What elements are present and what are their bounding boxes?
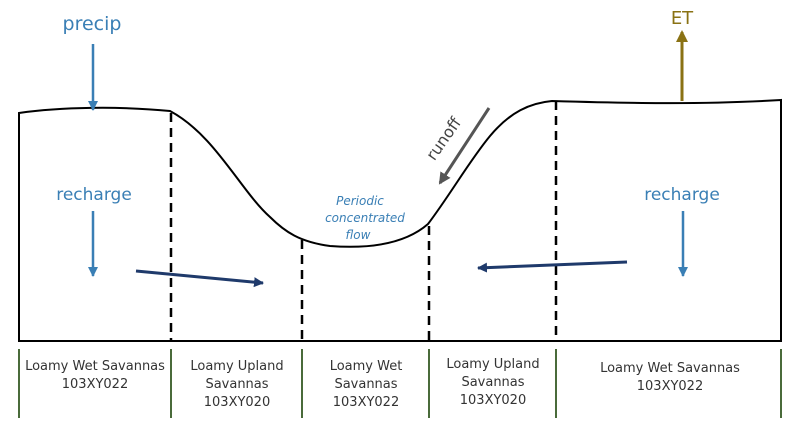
site-label-5: Loamy Wet Savannas 103XY022 (600, 361, 740, 394)
site-name-line1: Loamy Upland (190, 359, 283, 374)
site-label-2: Loamy Upland Savannas 103XY020 (190, 359, 283, 410)
site-name: Loamy Wet Savannas (600, 361, 740, 376)
site-code: 103XY022 (62, 377, 128, 392)
site-name-line2: Savannas (205, 377, 268, 392)
site-label-1: Loamy Wet Savannas 103XY022 (25, 359, 165, 392)
groundwater-flow-left-arrow (135, 269, 264, 288)
site-name-line2: Savannas (334, 377, 397, 392)
site-label-3: Loamy Wet Savannas 103XY022 (330, 359, 403, 410)
runoff-arrow (438, 107, 491, 185)
site-code: 103XY020 (204, 395, 270, 410)
site-label-4: Loamy Upland Savannas 103XY020 (446, 357, 539, 408)
groundwater-flow-right-arrow (477, 260, 628, 273)
et-label: ET (671, 8, 694, 29)
site-name-line1: Loamy Upland (446, 357, 539, 372)
flow-label-line1: Periodic (336, 194, 384, 208)
recharge-left-label: recharge (56, 185, 132, 205)
site-name-line1: Loamy Wet (330, 359, 403, 374)
flow-label-line3: flow (346, 228, 371, 242)
recharge-right-label: recharge (644, 185, 720, 205)
precip-label: precip (63, 13, 122, 35)
land-surface-outline (18, 98, 782, 342)
site-code: 103XY020 (460, 393, 526, 408)
site-name-line2: Savannas (461, 375, 524, 390)
flow-label-line2: concentrated (325, 211, 405, 225)
site-code: 103XY022 (333, 395, 399, 410)
site-name: Loamy Wet Savannas (25, 359, 165, 374)
site-code: 103XY022 (637, 379, 703, 394)
